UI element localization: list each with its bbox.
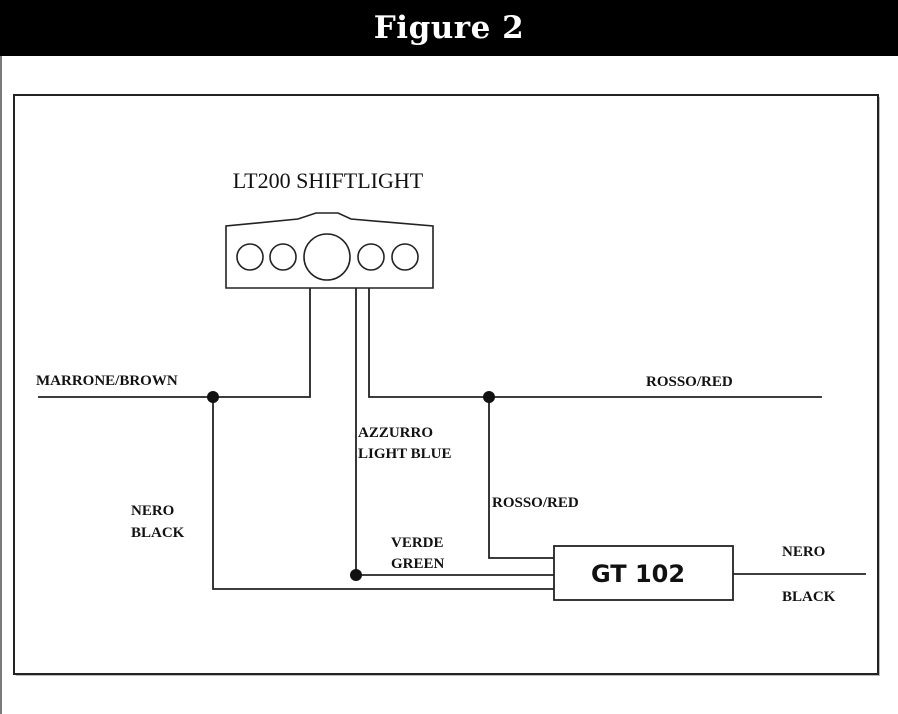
label-black-left-it: NERO xyxy=(131,503,174,519)
label-brown: MARRONE/BROWN xyxy=(36,373,178,389)
label-red-mid: ROSSO/RED xyxy=(492,495,579,511)
junction-brown-black xyxy=(207,391,219,403)
junction-red xyxy=(483,391,495,403)
wire-brown xyxy=(38,288,311,398)
label-light-blue-it: AZZURRO xyxy=(358,425,433,441)
diagram-frame xyxy=(13,94,879,675)
label-black-right-it: NERO xyxy=(782,544,825,560)
module-label: GT 102 xyxy=(591,560,685,588)
wires xyxy=(38,288,866,590)
label-green-en: GREEN xyxy=(391,556,445,572)
led-1 xyxy=(236,243,264,271)
figure-title: Figure 2 xyxy=(373,10,525,46)
label-black-left-en: BLACK xyxy=(131,525,185,541)
device-title: LT200 SHIFTLIGHT xyxy=(233,168,424,193)
label-green-it: VERDE xyxy=(391,535,444,551)
label-red-top: ROSSO/RED xyxy=(646,374,733,390)
led-center xyxy=(303,233,351,281)
shiftlight-housing xyxy=(225,212,434,289)
label-light-blue-en: LIGHT BLUE xyxy=(358,446,452,462)
junction-blue-green xyxy=(350,569,362,581)
led-4 xyxy=(357,243,385,271)
shiftlight-device xyxy=(225,212,434,289)
left-border xyxy=(0,56,2,714)
figure-header: Figure 2 xyxy=(0,0,898,56)
gt102-module xyxy=(553,545,734,601)
label-black-right-en: BLACK xyxy=(782,589,836,605)
led-2 xyxy=(269,243,297,271)
wire-red-to-module xyxy=(488,397,554,559)
led-5 xyxy=(391,243,419,271)
wire-black-left xyxy=(212,397,554,590)
wire-red-top xyxy=(368,288,822,398)
